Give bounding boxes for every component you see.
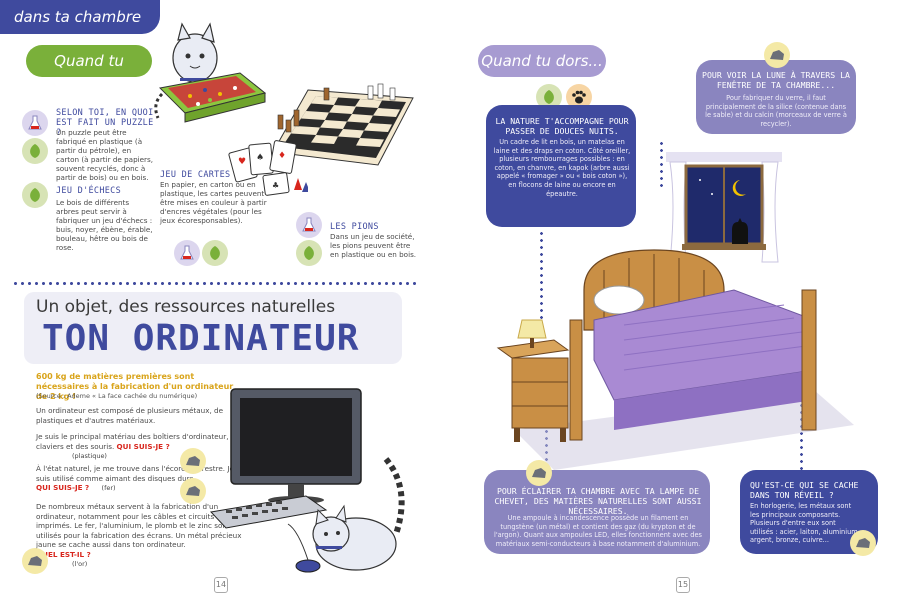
leaf-icon [202,240,228,266]
connector-line [540,230,543,325]
page-number-right: 15 [676,577,690,593]
puzzle-title: SELON TOI, EN QUOI EST FAIT UN PUZZLE ? [56,108,154,138]
riddle-3: De nombreux métaux servent à la fabricat… [36,502,246,570]
connector-line [660,140,663,190]
computer-cat-illustration [209,388,405,573]
riddle-2-question: QUI SUIS-JE ? [36,483,90,492]
leaf-icon [22,182,48,208]
rock-icon [764,42,790,68]
rock-icon [180,448,206,474]
chess-title: JEU D'ÉCHECS [56,186,122,196]
title-box [24,292,402,364]
chess-text: Le bois de différents arbres peut servir… [56,198,153,252]
chessboard-illustration [272,83,414,166]
window-illustration [666,152,782,263]
flask-icon [22,110,48,136]
leaf-icon [22,138,48,164]
section-play-pill: Quand tu joues... [26,45,152,102]
rock-icon [850,530,876,556]
lamp-bubble [484,470,710,554]
riddle-2-answer: (fer) [101,484,116,492]
svg-text:♦: ♦ [278,151,286,161]
nature-text: Un cadre de lit en bois, un matelas en l… [493,138,631,198]
source-text: (Source : Ademe « La face cachée du numé… [36,392,198,400]
svg-text:♠: ♠ [256,153,264,163]
riddle-1-answer: (plastique) [72,452,107,460]
lamp-title: POUR ÉCLAIRER TA CHAMBRE AVEC TA LAMPE D… [494,486,702,516]
section-sleep-pill: Quand tu dors... [478,45,606,77]
moon-text: Pour fabriquer du verre, il faut princip… [705,94,847,128]
svg-text:♣: ♣ [272,181,279,190]
flask-icon [174,240,200,266]
rock-icon [22,548,48,574]
alarm-text: En horlogerie, les métaux sont les princ… [750,502,860,545]
cards-title: JEU DE CARTES [160,170,231,180]
flask-icon [296,212,322,238]
page-number-left: 14 [214,577,228,593]
riddle-2-text: À l'état naturel, je me trouve dans l'éc… [36,464,234,483]
playing-cards-illustration: ♥ ♠ ♦ ♣ [228,140,308,196]
riddle-1: Je suis le principal matériau des boîtie… [36,432,246,462]
lamp-text: Une ampoule à incandescence possède un f… [494,514,702,548]
lead-text: 600 kg de matières premières sont nécess… [36,372,234,401]
section-divider [12,282,420,285]
chapter-tab: dans ta chambre [0,0,160,34]
bed-illustration [496,249,854,470]
moon-bubble [696,60,856,134]
riddle-1-question: QUI SUIS-JE ? [116,441,170,451]
intro-text: Un ordinateur est composé de plusieurs m… [36,406,224,425]
pawns-text: Dans un jeu de société, les pions peuven… [330,232,417,259]
alarm-title: QU'EST-CE QUI SE CACHE DANS TON RÉVEIL ? [750,480,859,500]
moon-title: POUR VOIR LA LUNE À TRAVERS LA FENÊTRE D… [702,70,850,90]
nature-title: LA NATURE T'ACCOMPAGNE POUR PASSER DE DO… [495,116,629,136]
puzzle-text: Un puzzle peut être fabriqué en plastiqu… [56,128,154,182]
riddle-2: À l'état naturel, je me trouve dans l'éc… [36,464,246,494]
riddle-3-answer: (l'or) [72,560,88,568]
cat-toybox-illustration [154,22,267,123]
rock-icon [180,478,206,504]
riddle-3-text: De nombreux métaux servent à la fabricat… [36,502,242,549]
section-title-small: Un objet, des ressources naturelles [36,297,336,317]
riddle-3-question: QUEL EST-IL ? [36,549,91,559]
rock-icon [526,460,552,486]
nature-bubble [486,105,636,227]
pawns-title: LES PIONS [330,222,379,232]
riddle-1-text: Je suis le principal matériau des boîtie… [36,432,244,451]
section-title-big: TON ORDINATEUR [42,318,360,359]
svg-text:♥: ♥ [238,157,246,167]
leaf-icon [296,240,322,266]
cards-text: En papier, en carton ou en plastique, le… [160,180,267,225]
